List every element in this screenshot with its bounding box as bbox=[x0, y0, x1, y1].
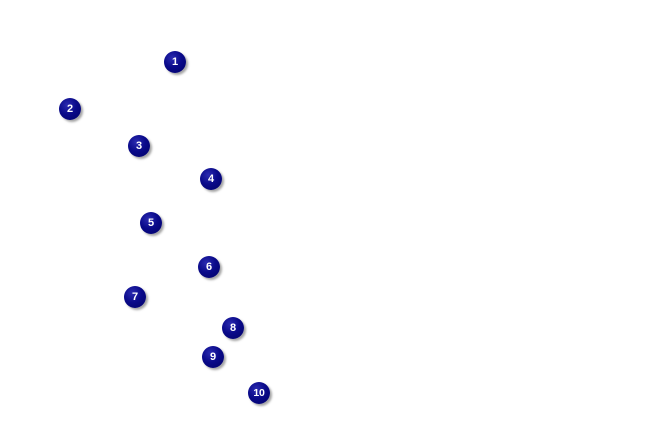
marker-8[interactable]: 8 bbox=[222, 317, 244, 339]
marker-label: 5 bbox=[148, 216, 154, 229]
marker-6[interactable]: 6 bbox=[198, 256, 220, 278]
marker-label: 7 bbox=[132, 290, 138, 303]
marker-10[interactable]: 10 bbox=[248, 382, 270, 404]
marker-2[interactable]: 2 bbox=[59, 98, 81, 120]
marker-label: 3 bbox=[136, 139, 142, 152]
marker-label: 1 bbox=[172, 55, 178, 68]
marker-label: 8 bbox=[230, 321, 236, 334]
marker-label: 9 bbox=[210, 350, 216, 363]
marker-label: 10 bbox=[253, 386, 265, 399]
marker-4[interactable]: 4 bbox=[200, 168, 222, 190]
marker-7[interactable]: 7 bbox=[124, 286, 146, 308]
marker-9[interactable]: 9 bbox=[202, 346, 224, 368]
marker-label: 6 bbox=[206, 260, 212, 273]
marker-5[interactable]: 5 bbox=[140, 212, 162, 234]
marker-label: 2 bbox=[67, 102, 73, 115]
marker-3[interactable]: 3 bbox=[128, 135, 150, 157]
marker-1[interactable]: 1 bbox=[164, 51, 186, 73]
marker-label: 4 bbox=[208, 172, 214, 185]
